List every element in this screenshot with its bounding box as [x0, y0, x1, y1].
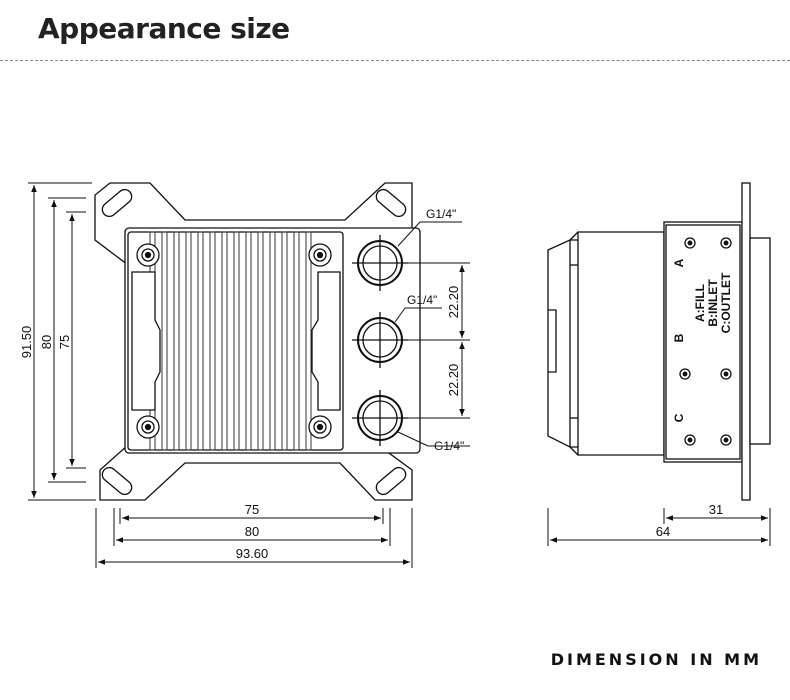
corner-screws	[136, 243, 332, 439]
width-label-93-60: 93.60	[236, 546, 269, 561]
side-rear-block	[547, 231, 665, 456]
side-clamp-right	[311, 271, 341, 411]
depth-label-64: 64	[656, 524, 670, 539]
front-view	[94, 182, 470, 501]
bracket-slot-bl	[101, 466, 133, 496]
side-top-plate	[663, 221, 743, 463]
depth-dimensions	[547, 508, 771, 546]
port-label-bottom: G1/4"	[434, 439, 464, 453]
side-view	[547, 182, 771, 501]
side-plate-screws	[679, 237, 732, 446]
depth-label-31: 31	[709, 502, 723, 517]
side-base-plate	[749, 237, 771, 445]
height-label-80: 80	[39, 335, 54, 349]
spacing-label-lower: 22.20	[446, 364, 461, 397]
width-label-75: 75	[245, 502, 259, 517]
legend-inlet: B:INLET	[706, 279, 720, 327]
port-spacing-dimension	[402, 262, 470, 419]
dimension-unit-note: DIMENSION IN MM	[550, 650, 762, 669]
title-divider	[0, 60, 790, 61]
bracket-slot-br	[375, 466, 407, 496]
bracket-slot-tr	[375, 188, 407, 218]
page-title: Appearance size	[38, 12, 290, 45]
width-dimensions	[95, 508, 413, 568]
bracket-slot-tl	[101, 188, 133, 218]
port-letter-c: C	[672, 413, 686, 422]
port-letter-b: B	[672, 333, 686, 342]
width-label-80: 80	[245, 524, 259, 539]
height-dimensions	[28, 182, 96, 501]
port-middle	[352, 312, 408, 368]
legend-outlet: C:OUTLET	[719, 272, 733, 333]
side-clamp-left	[131, 271, 161, 411]
port-label-middle: G1/4"	[407, 293, 437, 307]
port-letter-a: A	[672, 258, 686, 267]
port-label-top: G1/4"	[426, 207, 456, 221]
height-label-75: 75	[57, 335, 72, 349]
side-mounting-flange	[741, 182, 751, 501]
fin-array	[149, 231, 312, 451]
height-label-91-50: 91.50	[19, 326, 34, 359]
spacing-label-upper: 22.20	[446, 286, 461, 319]
legend-fill: A:FILL	[693, 284, 707, 322]
